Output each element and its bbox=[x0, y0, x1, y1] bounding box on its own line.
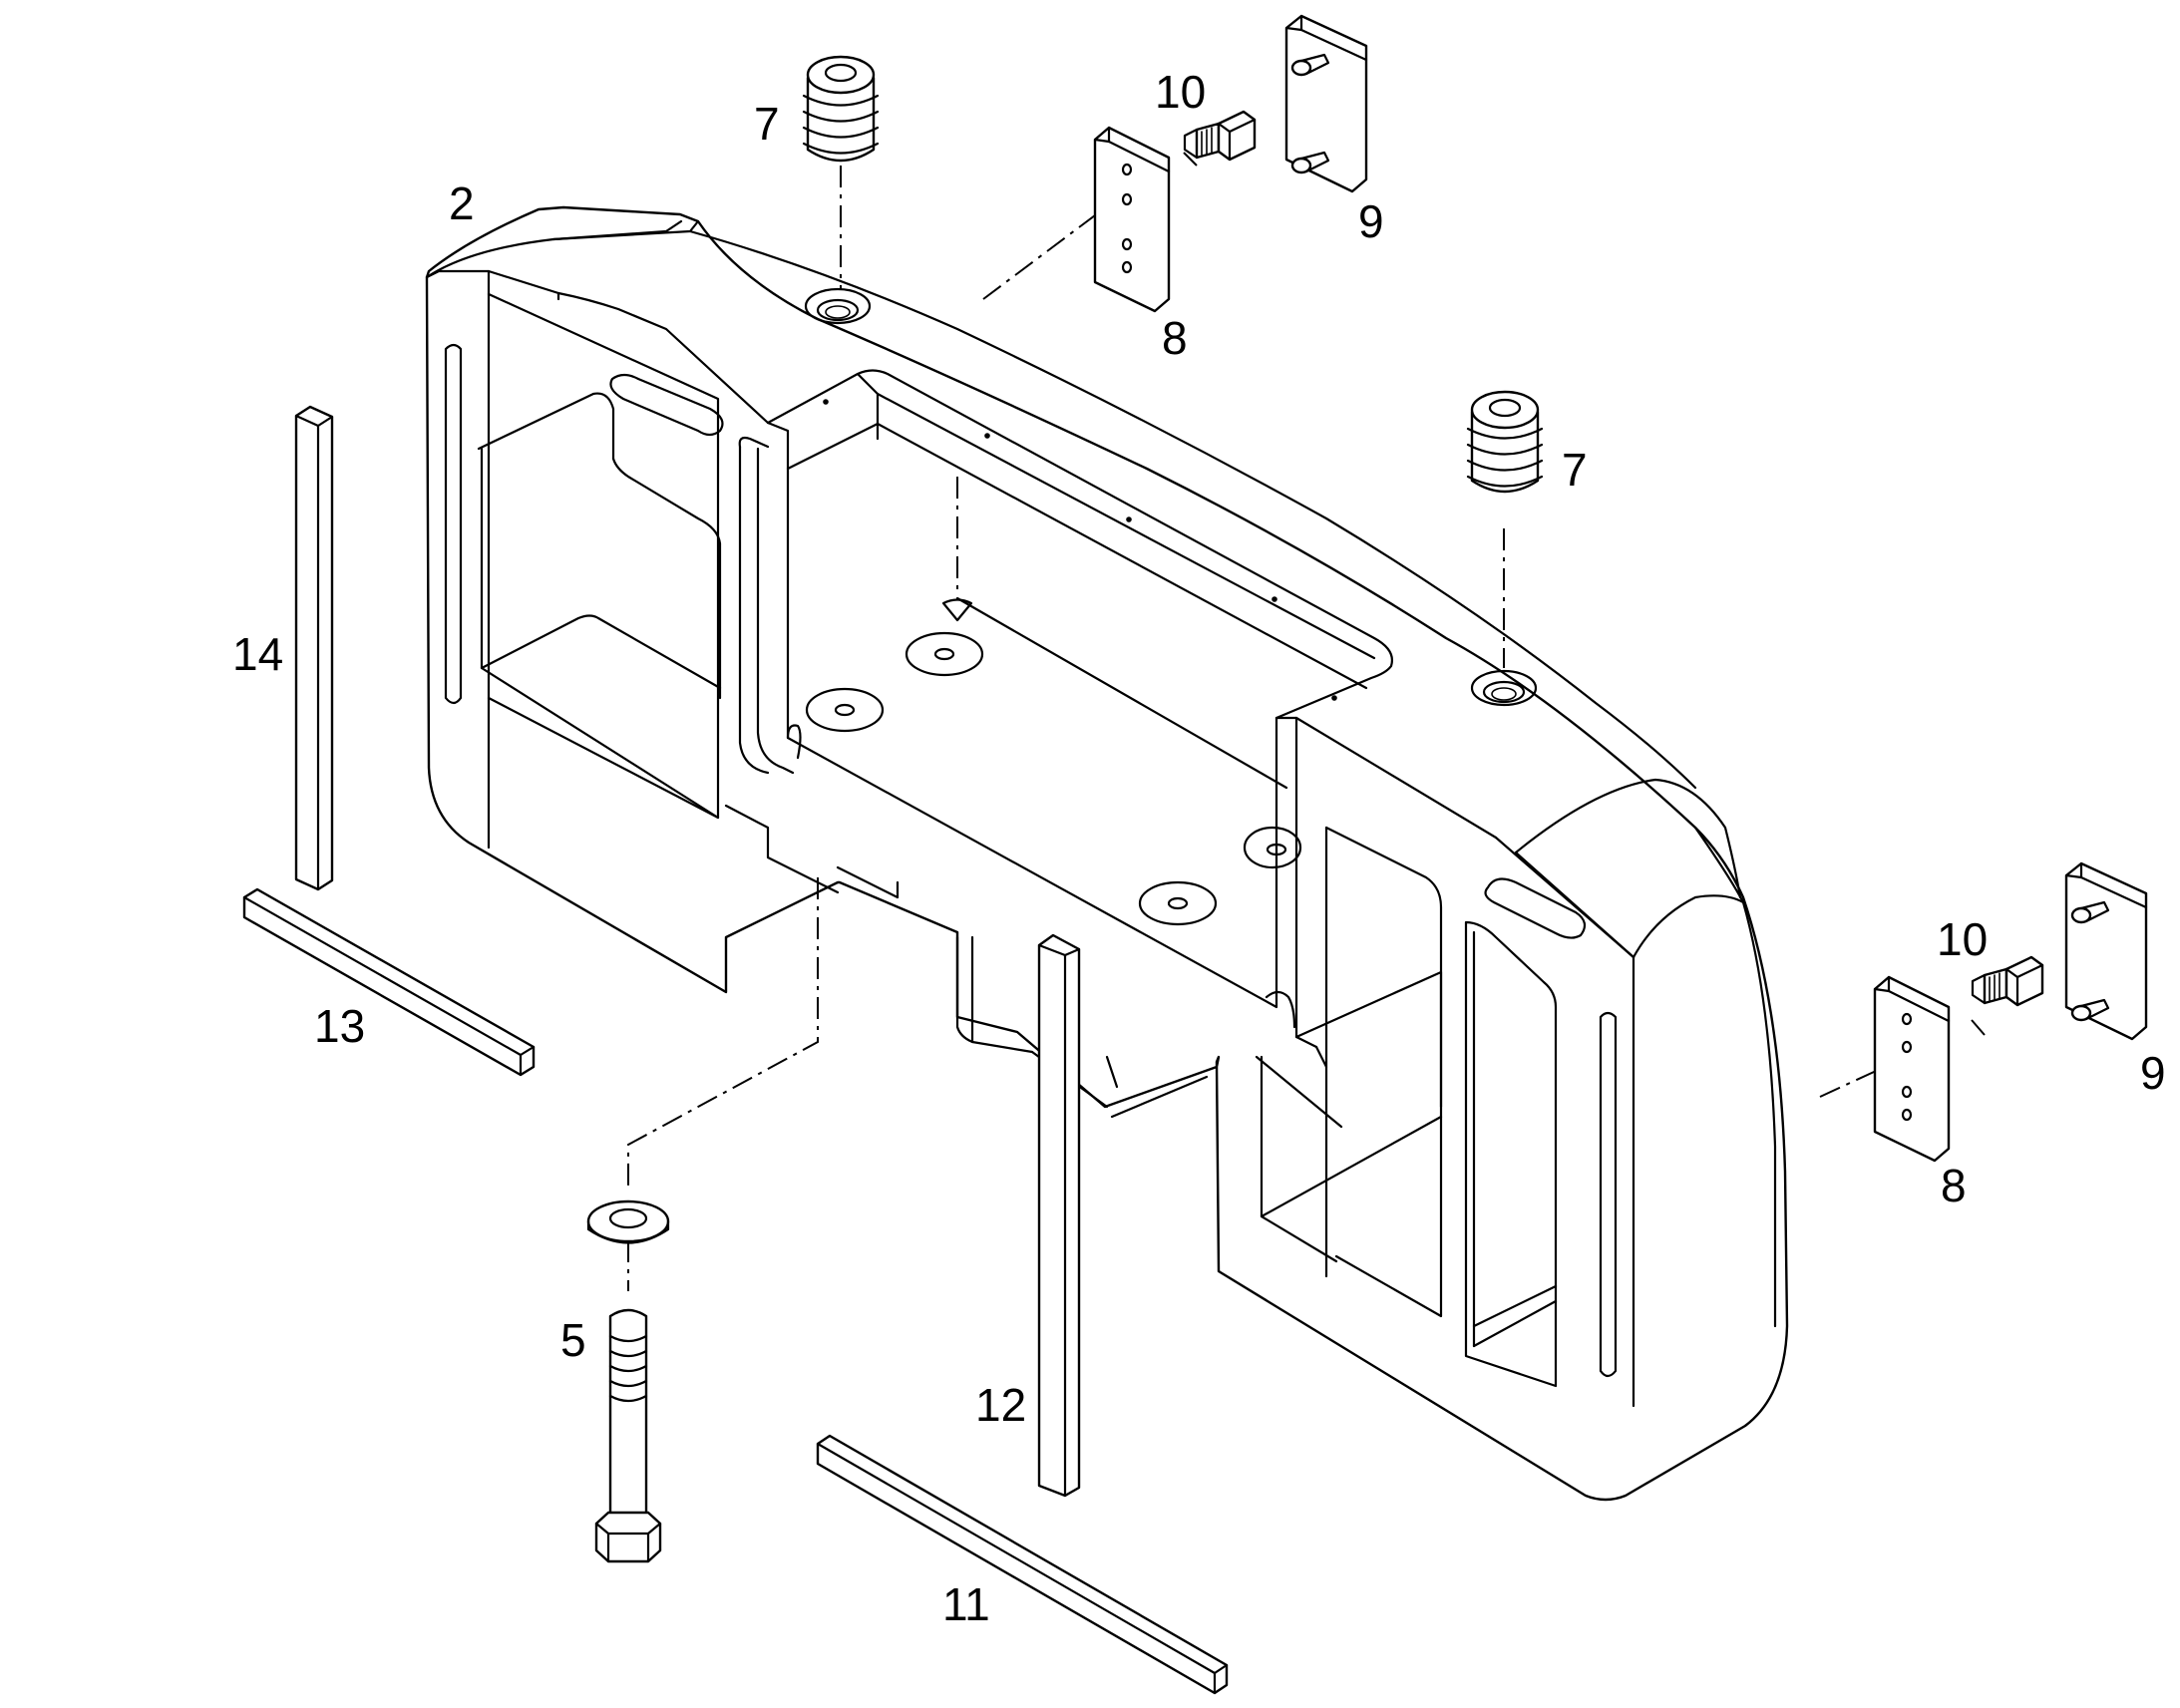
end-cap-right bbox=[2064, 861, 2148, 1041]
hex-bolt-top bbox=[1183, 110, 1257, 162]
callout-labels: 2 7 7 8 8 9 9 10 10 5 11 12 13 14 bbox=[232, 66, 2166, 1630]
mounting-plate-top bbox=[1093, 126, 1171, 313]
bar-13 bbox=[242, 887, 536, 1077]
long-bolt-5 bbox=[594, 1308, 662, 1563]
callout-10-right: 10 bbox=[1937, 913, 1988, 965]
end-cap-top bbox=[1284, 14, 1368, 193]
callout-14: 14 bbox=[232, 628, 283, 680]
counterweight-body bbox=[425, 205, 1789, 1502]
callout-9-top: 9 bbox=[1358, 195, 1384, 247]
callout-8-right: 8 bbox=[1941, 1160, 1967, 1211]
rubber-buffer-right bbox=[1466, 390, 1544, 494]
callout-10-top: 10 bbox=[1155, 66, 1206, 118]
hex-bolt-right bbox=[1971, 955, 2044, 1007]
washer-5 bbox=[586, 1199, 670, 1244]
bar-14 bbox=[294, 405, 334, 891]
callout-12: 12 bbox=[975, 1379, 1026, 1431]
bar-12 bbox=[1037, 933, 1081, 1498]
callout-7-top: 7 bbox=[754, 98, 780, 150]
callout-8-top: 8 bbox=[1162, 312, 1188, 364]
callout-11: 11 bbox=[942, 1578, 990, 1630]
rubber-buffer-top bbox=[802, 55, 880, 163]
callout-7-right: 7 bbox=[1562, 444, 1588, 496]
mounting-plate-right bbox=[1873, 975, 1951, 1163]
callout-9-right: 9 bbox=[2140, 1047, 2166, 1099]
callout-5: 5 bbox=[560, 1314, 586, 1366]
bar-11 bbox=[816, 1434, 1229, 1695]
callout-2: 2 bbox=[449, 177, 475, 229]
callout-13: 13 bbox=[314, 1000, 365, 1052]
